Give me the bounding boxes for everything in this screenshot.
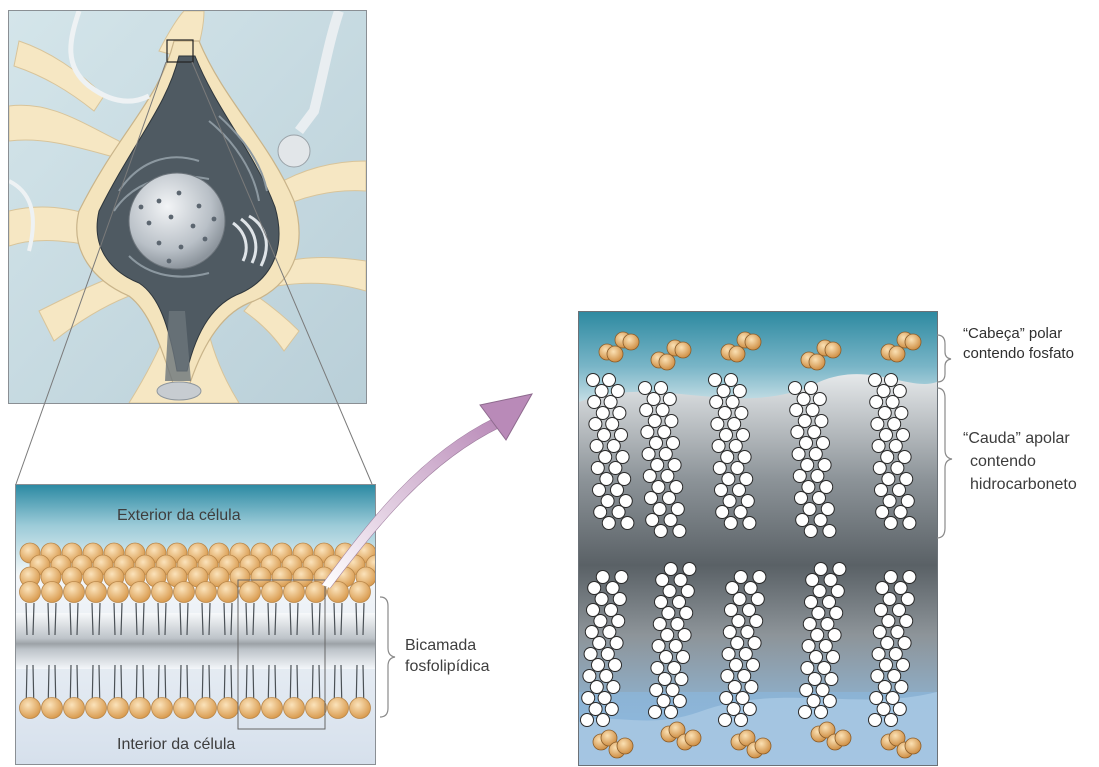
tail-label-line3: hidrocarboneto [970,474,1077,496]
bilayer-label-line1: Bicamada [405,635,476,657]
interior-label: Interior da célula [117,734,235,756]
head-label-line1: “Cabeça” polar [963,324,1062,344]
tail-label-line1: “Cauda” apolar [963,428,1070,450]
head-label-line2: contendo fosfato [963,344,1074,364]
tail-label-line2: contendo [970,451,1036,473]
zoom-arrow [300,380,550,600]
molecular-zoom-panel [578,311,938,766]
bilayer-label-line2: fosfolipídica [405,656,490,678]
bilayer-bracket [378,596,398,718]
exterior-label: Exterior da célula [117,505,241,527]
right-brackets [936,330,966,545]
